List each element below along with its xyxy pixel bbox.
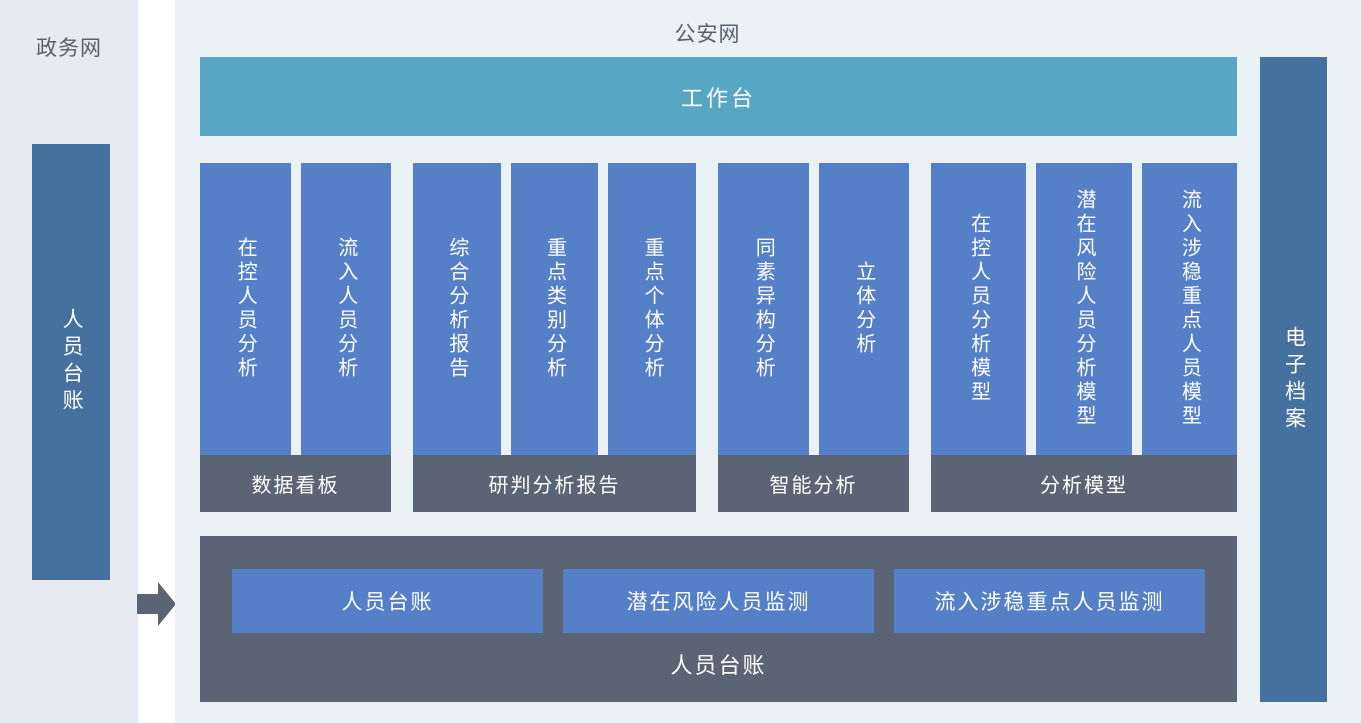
public-security-network-panel: 公安网 工作台 在控人员分析 流入人员分析 数据看板 [175, 0, 1361, 723]
module-group-analysis-report: 综合分析报告 重点类别分析 重点个体分析 研判分析报告 [413, 163, 697, 512]
module-groups: 在控人员分析 流入人员分析 数据看板 综合分析报告 重点类别分析 [200, 163, 1237, 512]
personnel-ledger-section: 人员台账 潜在风险人员监测 流入涉稳重点人员监测 人员台账 [200, 536, 1237, 702]
module-column-label: 潜在风险人员分析模型 [1072, 189, 1095, 429]
module-column-list: 同素异构分析 立体分析 [718, 163, 909, 455]
module-group-analysis-model: 在控人员分析模型 潜在风险人员分析模型 流入涉稳重点人员模型 分析模型 [931, 163, 1237, 512]
module-group-band-label: 智能分析 [769, 475, 858, 497]
module-column-label: 在控人员分析 [234, 237, 257, 381]
workbench-label: 工作台 [680, 85, 756, 111]
module-column-label: 重点类别分析 [543, 237, 566, 381]
module-column-label: 立体分析 [852, 261, 875, 357]
personnel-ledger-card[interactable]: 流入涉稳重点人员监测 [894, 569, 1205, 633]
module-column[interactable]: 重点个体分析 [608, 163, 697, 455]
data-flow-arrow [137, 582, 176, 626]
personnel-ledger-card-list: 人员台账 潜在风险人员监测 流入涉稳重点人员监测 [232, 569, 1205, 633]
module-column-list: 在控人员分析 流入人员分析 [200, 163, 391, 455]
module-group-data-dashboard: 在控人员分析 流入人员分析 数据看板 [200, 163, 391, 512]
government-personnel-ledger-label: 人员台账 [60, 308, 84, 416]
module-column[interactable]: 流入人员分析 [300, 163, 391, 455]
electronic-archive-label: 电子档案 [1282, 325, 1306, 434]
government-network-title: 政务网 [36, 37, 102, 60]
module-column-list: 综合分析报告 重点类别分析 重点个体分析 [413, 163, 697, 455]
module-column[interactable]: 综合分析报告 [413, 163, 501, 455]
module-column[interactable]: 同素异构分析 [718, 163, 809, 455]
module-column[interactable]: 立体分析 [818, 163, 909, 455]
module-group-intelligent-analysis: 同素异构分析 立体分析 智能分析 [718, 163, 909, 512]
government-network-panel: 政务网 人员台账 [0, 0, 138, 723]
module-column[interactable]: 流入涉稳重点人员模型 [1141, 163, 1237, 455]
module-column-label: 重点个体分析 [641, 237, 664, 381]
module-column[interactable]: 重点类别分析 [510, 163, 599, 455]
module-column-label: 流入涉稳重点人员模型 [1178, 189, 1201, 429]
module-group-band[interactable]: 分析模型 [931, 455, 1237, 512]
module-column[interactable]: 在控人员分析模型 [931, 163, 1027, 455]
module-column-label: 综合分析报告 [445, 237, 468, 381]
personnel-ledger-card[interactable]: 潜在风险人员监测 [563, 569, 874, 633]
module-group-band[interactable]: 智能分析 [718, 455, 909, 512]
module-group-band-label: 数据看板 [251, 475, 340, 497]
module-column-label: 在控人员分析模型 [967, 213, 990, 405]
personnel-ledger-card-label: 流入涉稳重点人员监测 [934, 591, 1165, 614]
public-security-network-title: 公安网 [674, 23, 741, 46]
module-group-band[interactable]: 研判分析报告 [413, 455, 696, 512]
module-column-label: 流入人员分析 [334, 237, 357, 381]
workbench-banner[interactable]: 工作台 [200, 57, 1237, 136]
personnel-ledger-section-label: 人员台账 [670, 653, 767, 678]
module-group-band-label: 研判分析报告 [488, 475, 621, 497]
personnel-ledger-card-label: 潜在风险人员监测 [626, 591, 811, 614]
government-personnel-ledger-block[interactable]: 人员台账 [32, 144, 110, 580]
module-column-list: 在控人员分析模型 潜在风险人员分析模型 流入涉稳重点人员模型 [931, 163, 1237, 455]
arrow-right-icon [137, 582, 176, 626]
module-group-band-label: 分析模型 [1040, 475, 1128, 497]
module-column[interactable]: 潜在风险人员分析模型 [1036, 163, 1132, 455]
electronic-archive-block[interactable]: 电子档案 [1260, 57, 1327, 702]
module-column[interactable]: 在控人员分析 [200, 163, 291, 455]
module-group-band[interactable]: 数据看板 [200, 455, 391, 512]
personnel-ledger-card-label: 人员台账 [341, 591, 434, 614]
module-column-label: 同素异构分析 [752, 237, 775, 381]
personnel-ledger-card[interactable]: 人员台账 [232, 569, 543, 633]
